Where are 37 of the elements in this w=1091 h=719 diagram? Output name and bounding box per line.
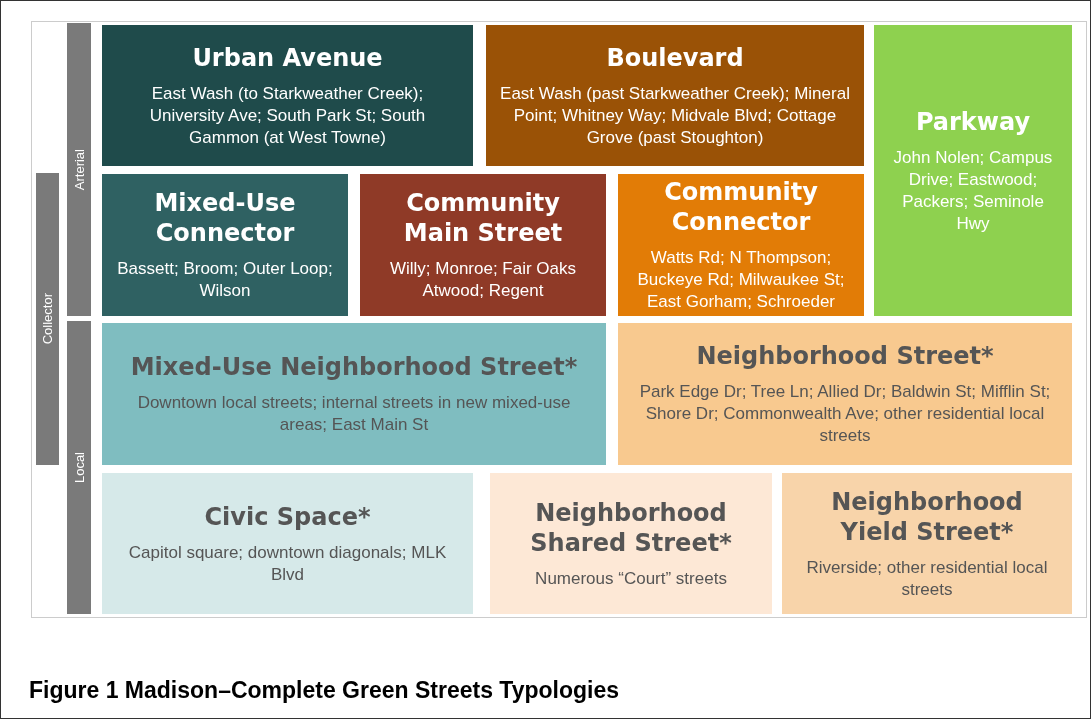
example-streets-text: Numerous “Court” streets	[535, 567, 727, 590]
street-type-box	[360, 174, 606, 316]
street-type-heading: Parkway	[915, 106, 1031, 137]
example-streets-text: East Wash (past Starkweather Creek); Mineral Point; Whitney Way; Midvale Blvd; Cottage Grove (past Stoughton)	[500, 82, 850, 149]
street-type-heading: Mixed-Use Neighborhood Street*	[130, 352, 578, 382]
street-type-box	[490, 473, 772, 614]
example-streets-text: Watts Rd; N Thompson; Buckeye Rd; Milwaukee St; East Gorham; Schroeder	[636, 247, 846, 313]
street-type-box	[618, 174, 864, 316]
classification-band: Local	[67, 321, 91, 614]
street-type-heading: Boulevard	[606, 42, 744, 73]
street-type-heading: Urban Avenue	[192, 42, 383, 73]
example-streets-text: Downtown local streets; internal streets in new mixed-use areas; East Main St	[136, 392, 572, 436]
street-type-box	[782, 473, 1072, 614]
street-type-box	[102, 323, 606, 465]
classification-band: Arterial	[67, 23, 91, 316]
example-streets-text: Park Edge Dr; Tree Ln; Allied Dr; Baldwin St; Mifflin St; Shore Dr; Commonwealth Ave; other residential local streets	[638, 381, 1052, 447]
example-streets-text: Willy; Monroe; Fair Oaks Atwood; Regent	[388, 258, 578, 302]
example-streets-text: Riverside; other residential local streets	[805, 556, 1049, 601]
street-type-box	[102, 25, 473, 166]
example-streets-text: John Nolen; Campus Drive; Eastwood; Packers; Seminole Hwy	[892, 146, 1054, 235]
example-streets-text: Capitol square; downtown diagonals; MLK Blvd	[127, 541, 448, 586]
street-type-heading: Neighborhood Yield Street*	[830, 486, 1024, 547]
street-type-box	[102, 473, 473, 614]
street-type-box	[102, 174, 348, 316]
street-type-heading: Community Main Street	[402, 188, 564, 248]
street-type-box	[618, 323, 1072, 465]
street-type-heading: Civic Space*	[204, 501, 371, 532]
example-streets-text: East Wash (to Starkweather Creek); University Ave; South Park St; South Gammon (at West Towne)	[148, 82, 427, 149]
street-type-box	[874, 25, 1072, 316]
street-type-box	[486, 25, 864, 166]
street-type-heading: Community Connector	[663, 177, 819, 237]
example-streets-text: Bassett; Broom; Outer Loop; Wilson	[116, 258, 334, 302]
figure-caption: Figure 1 Madison–Complete Green Streets Typologies	[29, 677, 620, 704]
street-type-heading: Neighborhood Street*	[696, 341, 994, 371]
street-type-heading: Neighborhood Shared Street*	[529, 497, 733, 558]
street-type-heading: Mixed-Use Connector	[153, 188, 297, 248]
classification-band: Collector	[36, 173, 59, 465]
